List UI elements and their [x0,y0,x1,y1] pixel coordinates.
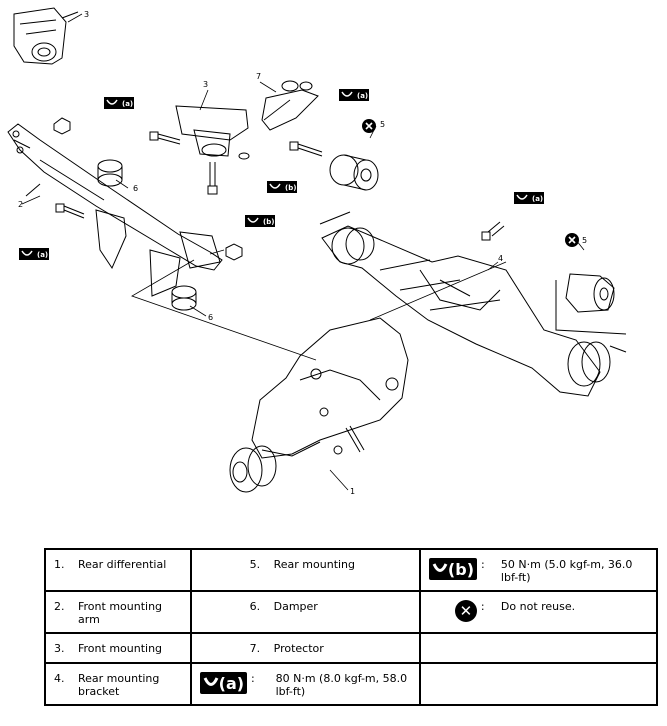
front-mounting-center [175,105,250,160]
damper-lower [171,285,197,311]
legend-label: Front mounting [78,642,163,655]
legend-label: Rear mounting bracket [78,672,160,698]
callout-3-inset: 3 [84,10,89,19]
svg-text:(a): (a) [532,195,543,203]
rear-differential [229,317,409,493]
torque-spec-b: 50 N·m (5.0 kgf-m, 36.0 lbf-ft) [500,558,633,584]
bolt-rear-mount [289,141,323,157]
rear-mounting-right [555,273,627,335]
torque-a-icon: (a) [339,89,369,101]
callout-5-upper: 5 [380,120,385,129]
legend-label: Front mounting arm [78,600,163,626]
torque-b-icon: (b) [267,181,297,193]
callout-2: 2 [18,200,23,209]
front-mounting-inset [13,7,79,65]
rear-mounting-upper [329,154,379,191]
legend-number: 6. [249,600,261,613]
torque-a-icon: (a) [104,97,134,109]
legend-row: 2. Front mounting arm 6. Damper ✕ : Do n… [44,590,659,634]
torque-a-icon: (a) [19,248,49,260]
bolt-front-mount [149,131,181,145]
torque-a-icon: (a) [514,192,544,204]
damper-upper [97,159,123,187]
legend-label: Rear mounting [273,558,356,571]
bolt-bracket [481,221,505,241]
torque-a-icon: (a) : [199,672,276,698]
legend-number: 5. [249,558,261,571]
torque-spec-a: 80 N·m (8.0 kgf-m, 58.0 lbf-ft) [275,672,408,698]
legend-label: Damper [273,600,318,613]
bolt-arm-left [55,203,85,219]
svg-text:(a): (a) [357,92,368,100]
nut-top-left [53,117,71,135]
legend-label: Protector [273,642,324,655]
callout-7: 7 [256,72,261,81]
legend-number: 4. [54,672,65,685]
legend-number: 2. [54,600,65,613]
svg-text:(a): (a) [37,251,48,259]
legend-number: 1. [54,558,65,571]
do-not-reuse-icon [362,119,376,133]
legend-row: 3. Front mounting 7. Protector [44,632,659,664]
callout-4: 4 [498,254,503,263]
torque-b-icon: (b) [245,215,275,227]
callout-6-upper: 6 [133,184,138,193]
do-not-reuse-label: Do not reuse. [500,600,576,613]
legend-label: Rear differential [78,558,167,571]
legend-number: 3. [54,642,65,655]
do-not-reuse-icon: ✕ : [429,600,501,622]
svg-text:(b): (b) [285,184,296,192]
nut-arm-right [225,243,243,261]
front-mounting-arm [7,123,223,297]
torque-b-icon: (b) : [428,558,501,584]
callout-6-lower: 6 [208,313,213,322]
legend-number: 7. [249,642,261,655]
callout-3-center: 3 [203,80,208,89]
callout-1: 1 [350,487,355,496]
svg-text:(b): (b) [263,218,274,226]
svg-text:(a): (a) [122,100,133,108]
parts-legend-table: 1. Rear differential 5. Rear mounting (b… [44,548,659,706]
legend-row: 4. Rear mounting bracket (a) : 80 N·m (8… [44,662,659,706]
do-not-reuse-icon [565,233,579,247]
legend-row: 1. Rear differential 5. Rear mounting (b… [44,548,659,592]
rear-mounting-bracket [319,211,627,397]
protector [261,80,319,131]
exploded-parts-diagram: 3 2 3 7 5 6 4 5 6 1 (a) (a) (a) [7,7,627,496]
bolt-vertical [207,162,218,195]
callout-5-right: 5 [582,236,587,245]
